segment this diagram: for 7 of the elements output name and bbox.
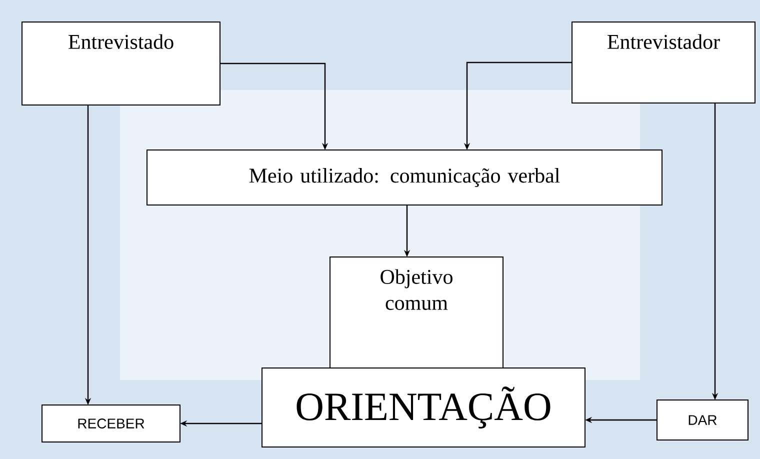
text-box: Entrevistado — [22, 22, 220, 106]
text-box: Meio utilizado: comunicação verbal — [146, 150, 662, 206]
text-box: Entrevistador — [572, 22, 756, 104]
text-box: Objetivo comum — [330, 256, 504, 370]
label-box: DAR — [656, 400, 748, 440]
label-box: RECEBER — [42, 404, 180, 442]
text-box: ORIENTAÇÃO — [262, 368, 586, 448]
